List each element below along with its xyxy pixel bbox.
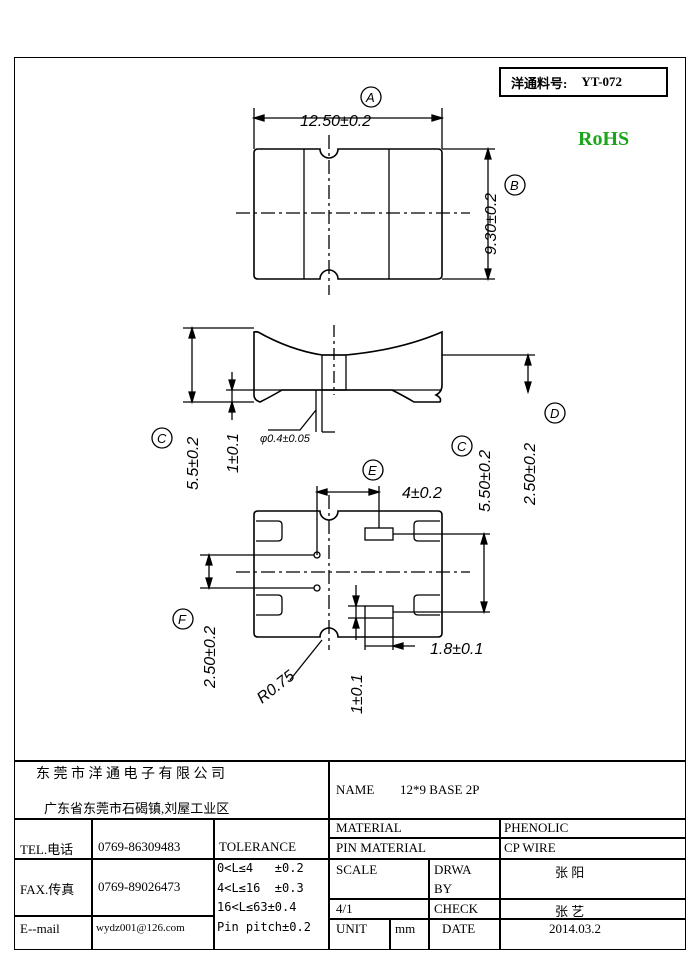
email-label: E--mail <box>20 921 60 936</box>
part-number-label: 洋通料号: <box>511 75 568 91</box>
tb-line <box>14 915 213 917</box>
name-value: 12*9 BASE 2P <box>400 782 480 797</box>
pin-material-value: CP WIRE <box>504 840 556 855</box>
ref-f: F <box>178 612 187 627</box>
scale-label: SCALE <box>336 862 378 877</box>
tb-line <box>428 858 430 950</box>
tel-label: TEL.电话 <box>20 842 74 857</box>
tb-line <box>328 837 686 839</box>
tb-line <box>213 818 215 950</box>
dim-width: 12.50±0.2 <box>300 113 371 130</box>
check-value: 张 艺 <box>555 904 585 919</box>
tb-line <box>14 818 328 820</box>
tb-line <box>389 918 391 950</box>
tb-line <box>328 918 686 920</box>
dim-radius: R0.75 <box>254 667 298 707</box>
title-block: 东 莞 市 洋 通 电 子 有 限 公 司 广东省东莞市石碣镇,刘屋工业区 NA… <box>14 760 686 950</box>
dim-pad-height: 1±0.1 <box>349 674 366 714</box>
dim-base-height: 1±0.1 <box>225 433 242 473</box>
tb-line <box>328 898 686 900</box>
ref-a: A <box>365 90 375 105</box>
ref-e: E <box>368 463 377 478</box>
fax-label: FAX.传真 <box>20 882 75 897</box>
side-view <box>151 325 566 449</box>
unit-value: mm <box>395 921 416 936</box>
tolerance-label: TOLERANCE <box>219 839 297 854</box>
date-value: 2014.03.2 <box>549 921 601 936</box>
dim-pad-offset: 4±0.2 <box>402 485 442 502</box>
dim-overall-height: 5.5±0.2 <box>185 437 202 490</box>
date-label: DATE <box>442 921 476 936</box>
tolerance-row-4: Pin pitch±0.2 <box>217 920 311 934</box>
drawn-value: 张 阳 <box>555 865 585 880</box>
tolerance-row-3: 16<L≤63±0.4 <box>217 900 297 914</box>
dim-pin-length: 2.50±0.2 <box>522 443 539 506</box>
tb-line <box>328 760 330 950</box>
drawn-label: DRWA <box>434 862 472 877</box>
pin-material-label: PIN MATERIAL <box>336 840 426 855</box>
check-label: CHECK <box>434 901 479 916</box>
material-value: PHENOLIC <box>504 820 569 835</box>
ref-c2: C <box>457 439 467 454</box>
company-name: 东 莞 市 洋 通 电 子 有 限 公 司 <box>36 767 225 782</box>
ref-c: C <box>157 431 167 446</box>
rohs-mark: RoHS <box>578 128 630 150</box>
dim-height: 9.30±0.2 <box>483 193 500 255</box>
tolerance-row-1: 0<L≤4 ±0.2 <box>217 861 304 875</box>
tolerance-row-2: 4<L≤16 ±0.3 <box>217 881 304 895</box>
drawing-frame <box>14 57 686 950</box>
scale-value: 4/1 <box>336 901 353 916</box>
tb-line <box>328 858 686 860</box>
name-label: NAME <box>336 782 375 797</box>
dim-pin-pitch: 2.50±0.2 <box>202 626 219 689</box>
material-label: MATERIAL <box>336 820 402 835</box>
tb-line <box>499 858 501 950</box>
dim-pad-span: 5.50±0.2 <box>477 450 494 512</box>
fax-value: 0769-89026473 <box>98 879 181 894</box>
company-address: 广东省东莞市石碣镇,刘屋工业区 <box>44 801 230 816</box>
part-number-box: 洋通料号: YT-072 <box>499 67 668 97</box>
part-number-value: YT-072 <box>581 74 623 89</box>
top-view <box>236 86 526 295</box>
drawn-label-2: BY <box>434 881 453 896</box>
dim-pin-diameter: φ0.4±0.05 <box>260 433 311 445</box>
tb-line <box>328 818 686 820</box>
tb-line <box>91 818 93 950</box>
bottom-view <box>172 435 490 681</box>
tb-line <box>14 858 328 860</box>
tb-line <box>499 818 501 858</box>
ref-d: D <box>550 406 559 421</box>
email-value: wydz001@126.com <box>96 922 185 934</box>
dim-pad-width: 1.8±0.1 <box>430 641 483 658</box>
tb-line <box>14 760 686 762</box>
unit-label: UNIT <box>336 921 368 936</box>
ref-b: B <box>510 178 519 193</box>
tel-value: 0769-86309483 <box>98 839 181 854</box>
